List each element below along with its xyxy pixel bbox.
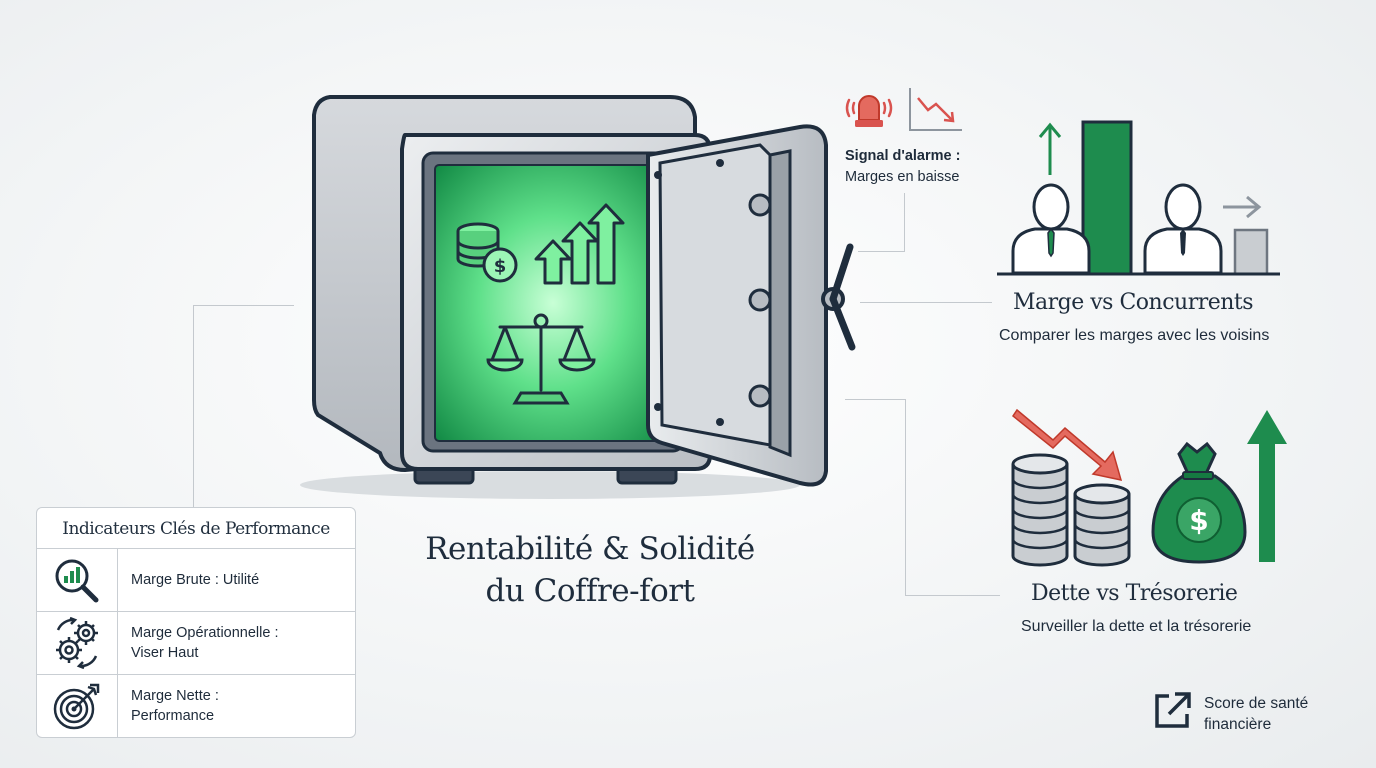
competitors-subtitle: Comparer les marges avec les voisins [999,327,1270,344]
debt-title: Dette vs Trésorerie [1031,581,1238,606]
kpi-row-operating-margin: Marge Opérationnelle : Viser Haut [37,612,355,675]
alarm-text: Marges en baisse [845,169,960,185]
debt-treasury-illustration: $ [1011,408,1287,567]
external-link-icon[interactable] [1151,690,1193,732]
declining-chart-icon [909,88,962,131]
kpi-label-line1: Marge Opérationnelle : [131,625,279,641]
kpi-label-line2: Performance [131,708,215,724]
score-label: Score de santé financière [1204,695,1309,733]
connector-debt-bottom [905,595,1000,596]
kpi-label-line1: Marge Brute : Utilité [131,572,260,588]
connector-debt [845,399,906,596]
kpi-row-net-margin: Marge Nette : Performance [37,675,355,737]
kpi-row-gross-margin: Marge Brute : Utilité [37,549,355,612]
alarm-signal: Signal d'alarme : Marges en baisse [845,146,960,188]
svg-text:$: $ [494,256,507,277]
alarm-siren-icon [845,95,893,127]
main-title-line2: du Coffre-fort [485,573,695,609]
debt-subtitle: Surveiller la dette et la trésorerie [1021,618,1252,635]
connector-left [193,305,294,516]
kpi-panel: Indicateurs Clés de Performance Marge Br… [36,507,356,738]
competitors-illustration [997,120,1280,276]
kpi-label-line1: Marge Nette : [131,688,219,704]
chart-magnifier-icon [55,559,99,603]
kpi-panel-title: Indicateurs Clés de Performance [37,508,355,549]
alarm-label: Signal d'alarme : [845,148,961,164]
safe-illustration: $ [300,95,856,499]
svg-text:$: $ [1189,504,1208,537]
connector-alarm [858,193,905,252]
target-icon [53,683,100,730]
connector-competitors [860,302,992,303]
competitors-title: Marge vs Concurrents [1013,290,1254,315]
kpi-label-line2: Viser Haut [131,645,199,661]
main-title: Rentabilité & Solidité du Coffre-fort [395,528,785,612]
main-title-line1: Rentabilité & Solidité [425,531,755,567]
gears-cycle-icon [56,616,98,670]
